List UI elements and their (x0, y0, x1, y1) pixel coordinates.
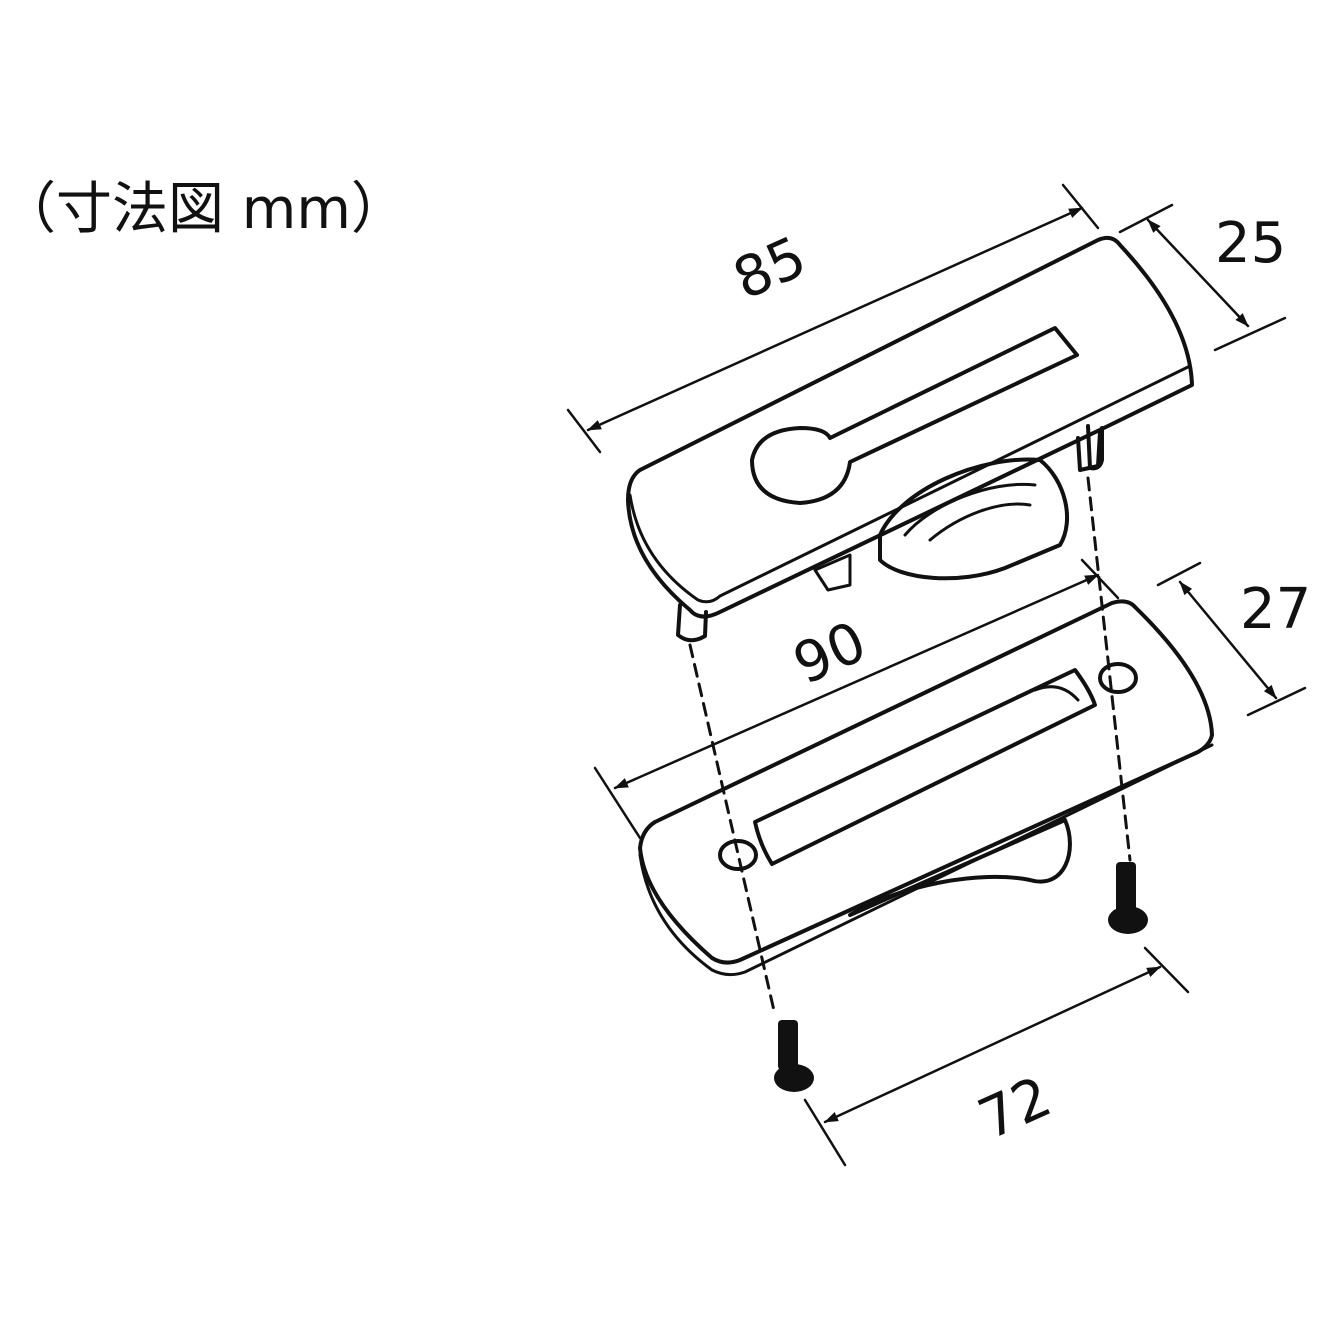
dimension-label-72: 72 (969, 1064, 1061, 1152)
dimension-label-27: 27 (1240, 577, 1311, 642)
dimension-label-90: 90 (784, 609, 876, 697)
dimension-label-25: 25 (1215, 211, 1286, 276)
center-line-right (1086, 476, 1132, 862)
dimension-25: 25 (1118, 203, 1286, 352)
caption: （寸法図 mm） (0, 177, 407, 242)
dimension-90: 90 (593, 558, 1120, 840)
pull-recess (753, 668, 1097, 866)
dimension-27: 27 (1156, 561, 1311, 717)
center-line-left (688, 643, 777, 1017)
keyhole-slot (750, 326, 1079, 505)
dimension-label-85: 85 (724, 224, 816, 312)
top-wheel (813, 457, 1069, 592)
dimension-72: 72 (803, 946, 1190, 1167)
dimension-85: 85 (566, 183, 1100, 454)
screw-right (1108, 862, 1148, 934)
top-plate (626, 235, 1194, 643)
screw-left (774, 1020, 814, 1092)
bottom-wheel (848, 818, 1072, 917)
screw-hole-left (718, 839, 758, 871)
screw-hole-right (1098, 662, 1138, 694)
